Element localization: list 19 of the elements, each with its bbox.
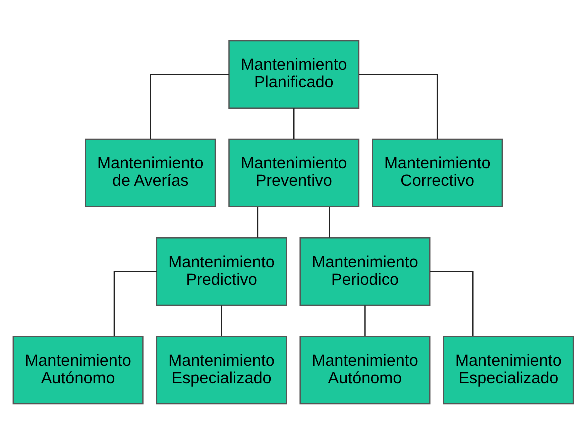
connector [364, 306, 366, 336]
node-box: Mantenimiento de Averías [85, 138, 216, 208]
connector [359, 74, 438, 140]
node-box: Mantenimiento Predictivo [156, 237, 288, 306]
connector [430, 271, 474, 336]
connector [294, 108, 295, 140]
node-box: Mantenimiento Especializado [156, 336, 288, 405]
connector [257, 207, 259, 238]
connector [150, 74, 230, 140]
connector [114, 271, 157, 336]
node-box: Mantenimiento Planificado [228, 40, 360, 109]
connector [221, 306, 222, 336]
node-box: Mantenimiento Especializado [443, 336, 574, 405]
node-box: Mantenimiento Autónomo [12, 336, 144, 405]
node-box: Mantenimiento Preventivo [228, 138, 360, 208]
node-box: Mantenimiento Correctivo [372, 138, 504, 208]
connector [329, 207, 330, 238]
node-box: Mantenimiento Autónomo [300, 336, 431, 405]
node-box: Mantenimiento Periodico [300, 237, 431, 306]
